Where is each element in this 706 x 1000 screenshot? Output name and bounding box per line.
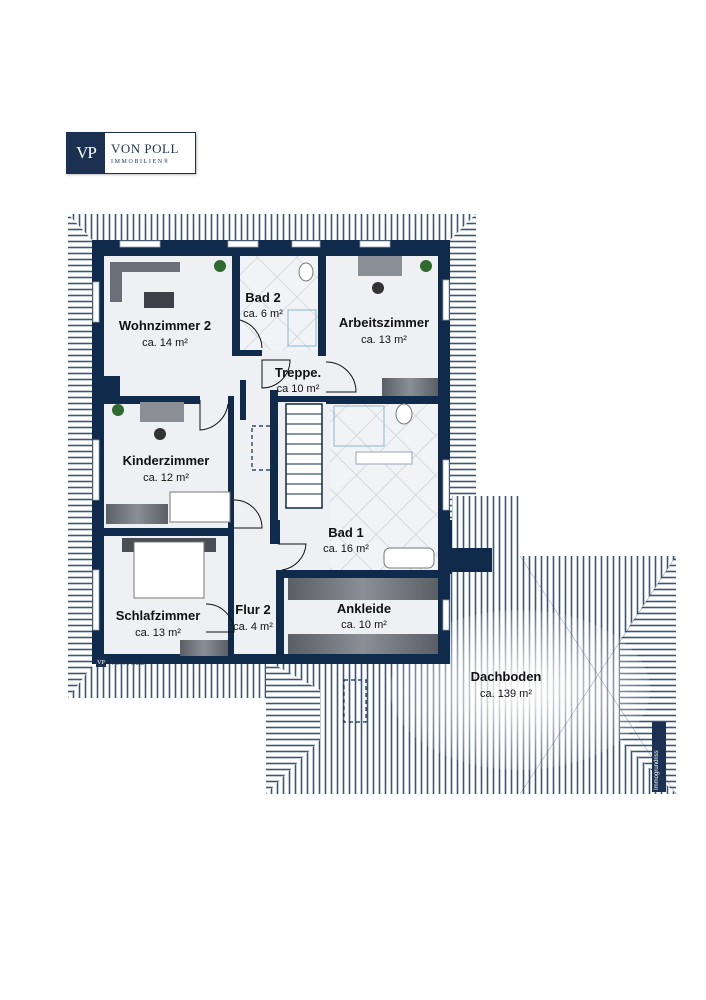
room-area: ca. 6 m² — [243, 308, 283, 320]
room-schlafzimmer: Schlafzimmer ca. 13 m² — [116, 608, 201, 639]
room-name: Wohnzimmer 2 — [119, 318, 211, 333]
room-area: ca. 14 m² — [142, 337, 188, 349]
credit-label: Immogrundriss — [654, 750, 660, 790]
room-name: Flur 2 — [235, 602, 270, 617]
room-area: ca. 10 m² — [341, 619, 387, 631]
windows — [92, 240, 450, 631]
room-name: Schlafzimmer — [116, 608, 201, 623]
room-bad-2: Bad 2 ca. 6 m² — [243, 290, 283, 320]
room-treppe: Treppe. ca 10 m² — [275, 365, 321, 395]
room-bad-1: Bad 1 ca. 16 m² — [323, 525, 369, 555]
room-wohnzimmer-2: Wohnzimmer 2 ca. 14 m² — [119, 318, 211, 349]
room-name: Bad 2 — [245, 290, 280, 305]
room-area: ca 10 m² — [277, 383, 320, 395]
room-name: Dachboden — [471, 669, 542, 684]
room-name: Arbeitszimmer — [339, 315, 429, 330]
room-kinderzimmer: Kinderzimmer ca. 12 m² — [123, 453, 210, 484]
room-area: ca. 139 m² — [480, 688, 532, 700]
room-ankleide: Ankleide ca. 10 m² — [337, 601, 391, 631]
door-swings — [199, 319, 357, 633]
watermark-mark: VP — [96, 658, 106, 667]
room-name: Ankleide — [337, 601, 391, 616]
room-dachboden: Dachboden ca. 139 m² — [471, 669, 542, 700]
room-name: Kinderzimmer — [123, 453, 210, 468]
watermark-logo: VP VON POLL — [96, 658, 144, 667]
room-area: ca. 13 m² — [361, 334, 407, 346]
von-poll-logo: VP VON POLL IMMOBILIEN® — [66, 132, 196, 174]
walls — [92, 240, 492, 664]
credit-strip — [652, 722, 666, 792]
credit-label-container: Immogrundriss — [652, 722, 666, 792]
logo-name: VON POLL — [111, 141, 179, 156]
room-area: ca. 12 m² — [143, 472, 189, 484]
logo-mark: VP — [67, 133, 105, 173]
room-flur-2: Flur 2 ca. 4 m² — [233, 602, 273, 633]
staircase — [251, 403, 367, 723]
watermark-name: VON POLL — [110, 658, 145, 667]
room-area: ca. 4 m² — [233, 621, 273, 633]
logo-subtitle: IMMOBILIEN® — [111, 159, 170, 165]
furniture — [106, 256, 438, 656]
room-name: Treppe. — [275, 365, 321, 380]
room-name: Bad 1 — [328, 525, 363, 540]
room-arbeitszimmer: Arbeitszimmer ca. 13 m² — [339, 315, 429, 346]
room-area: ca. 16 m² — [323, 543, 369, 555]
room-area: ca. 13 m² — [135, 627, 181, 639]
